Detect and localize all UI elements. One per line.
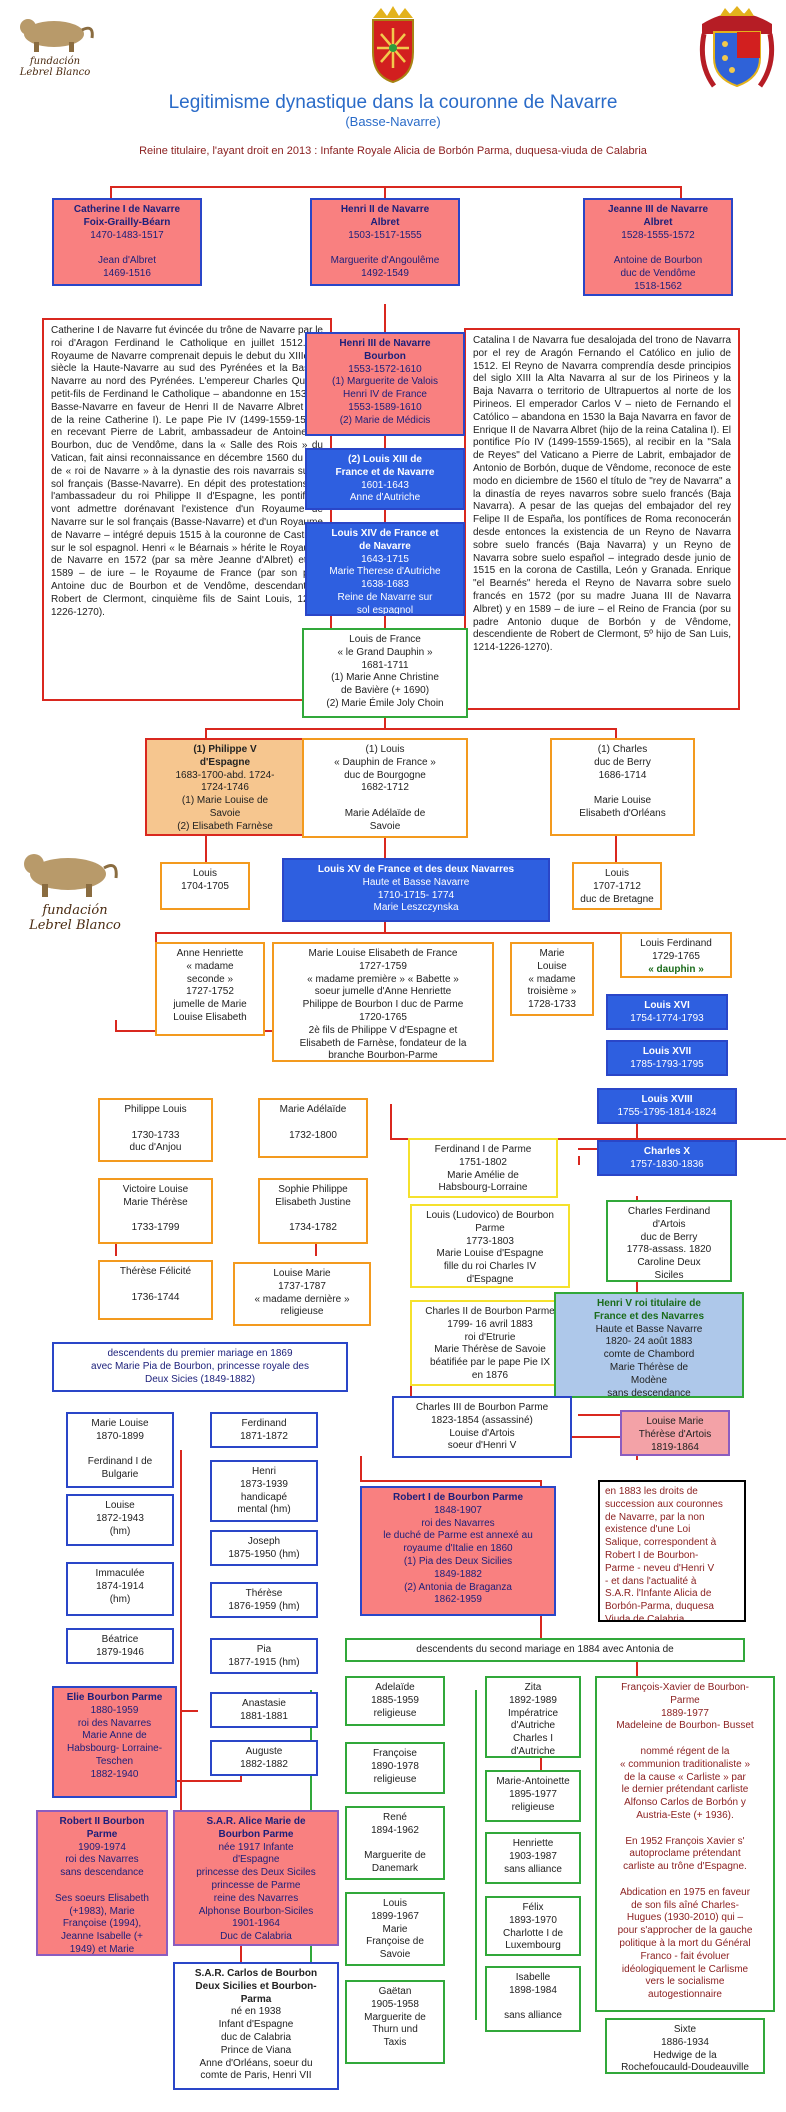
lebrel-logo-middle [24,854,118,897]
catherine-i-box: Catherine I de Navarre Foix-Grailly-Béar… [52,198,202,286]
therese-1876-box: Thérèse 1876-1959 (hm) [210,1582,318,1618]
pia-1877-box: Pia 1877-1915 (hm) [210,1638,318,1674]
louis-1899-box: Louis 1899-1967 Marie Françoise de Savoi… [345,1892,445,1966]
navarre-coat-of-arms-icon [372,6,414,84]
victoire-box: Victoire Louise Marie Thérèse 1733-1799 [98,1178,213,1244]
louise-marie-therese-box: Louise Marie Thérèse d'Artois 1819-1864 [620,1410,730,1456]
therese-felicite-box: Thérèse Félicité 1736-1744 [98,1260,213,1320]
grand-dauphin-box: Louis de France « le Grand Dauphin » 168… [302,628,468,718]
francoise-box: Françoise 1890-1978 religieuse [345,1742,445,1794]
sixte-box: Sixte 1886-1934 Hedwige de la Rochefouca… [605,2018,765,2074]
charles-ii-parme-box: Charles II de Bourbon Parme 1799- 16 avr… [410,1300,570,1386]
joseph-1875-box: Joseph 1875-1950 (hm) [210,1530,318,1566]
ferdinand-1871-box: Ferdinand 1871-1872 [210,1412,318,1448]
louise-marie-1737-box: Louise Marie 1737-1787 « madame dernière… [233,1262,371,1326]
charles-ferdinand-box: Charles Ferdinand d'Artois duc de Berry … [606,1200,732,1282]
anne-henriette-box: Anne Henriette « madame seconde » 1727-1… [155,942,265,1036]
louis-bourbon-parme-box: Louis (Ludovico) de Bourbon Parme 1773-1… [410,1204,570,1288]
note-1883-box: en 1883 les droits de succession aux cou… [598,1480,746,1622]
second-mariage-header: descendents du second mariage en 1884 av… [345,1638,745,1662]
marie-antoinette-box: Marie-Antoinette 1895-1977 religieuse [485,1770,581,1822]
felix-box: Félix 1893-1970 Charlotte I de Luxembour… [485,1896,581,1956]
page-title: Legitimisme dynastique dans la couronne … [168,92,618,113]
louis-1704-box: Louis 1704-1705 [160,862,250,910]
spanish-history-text: Catalina I de Navarra fue desalojada del… [464,328,740,710]
lebrel-logo-top [20,19,94,52]
charles-berry-box: (1) Charles duc de Berry 1686-1714 Marie… [550,738,695,836]
charles-iii-parme-box: Charles III de Bourbon Parme 1823-1854 (… [392,1396,572,1458]
reine-titulaire-line: Reine titulaire, l'ayant droit en 2013 :… [139,145,647,157]
louis-ferdinand-box: Louis Ferdinand 1729-1765« dauphin » [620,932,732,978]
henriette-box: Henriette 1903-1987 sans alliance [485,1832,581,1884]
marie-louise-1728-box: Marie Louise « madame troisième » 1728-1… [510,942,594,1016]
auguste-box: Auguste 1882-1882 [210,1740,318,1776]
french-history-text: Catherine I de Navarre fut évincée du tr… [42,318,332,701]
louise-1872-box: Louise 1872-1943 (hm) [66,1494,174,1546]
marie-louise-1870-box: Marie Louise 1870-1899 Ferdinand I de Bu… [66,1412,174,1488]
premier-mariage-header: descendents du premier mariage en 1869 a… [52,1342,348,1392]
henri-v-box: Henri V roi titulaire de France et des N… [554,1292,744,1398]
zita-box: Zita 1892-1989 Impératrice d'Autriche Ch… [485,1676,581,1758]
foundation-label-middle: fundación Lebrel Blanco [29,903,121,933]
adelaide-box: Adelaïde 1885-1959 religieuse [345,1676,445,1726]
sophie-box: Sophie Philippe Elisabeth Justine 1734-1… [258,1178,368,1244]
rene-box: René 1894-1962 Marguerite de Danemark [345,1806,445,1880]
isabelle-box: Isabelle 1898-1984 sans alliance [485,1966,581,2032]
xavier-box: François-Xavier de Bourbon- Parme 1889-1… [595,1676,775,2012]
louis-bourgogne-box: (1) Louis « Dauphin de France » duc de B… [302,738,468,838]
ferdinand-parme-box: Ferdinand I de Parme 1751-1802 Marie Amé… [408,1138,558,1198]
anastasie-box: Anastasie 1881-1881 [210,1692,318,1728]
gaetan-box: Gaëtan 1905-1958 Marguerite de Thurn und… [345,1980,445,2064]
marie-adelaide-box: Marie Adélaïde 1732-1800 [258,1098,368,1158]
carlos-box: S.A.R. Carlos de Bourbon Deux Sicilies e… [173,1962,339,2090]
royal-arms-icon [699,6,775,88]
immaculee-box: Immaculée 1874-1914 (hm) [66,1562,174,1616]
foundation-label-top: fundación Lebrel Blanco [19,56,91,78]
philippe-louis-box: Philippe Louis 1730-1733 duc d'Anjou [98,1098,213,1162]
page-subtitle: (Basse-Navarre) [345,114,441,129]
marie-louise-elisabeth-box: Marie Louise Elisabeth de France 1727-17… [272,942,494,1062]
henri-1873-box: Henri 1873-1939 handicapé mental (hm) [210,1460,318,1522]
beatrice-box: Béatrice 1879-1946 [66,1628,174,1664]
louis-1707-box: Louis 1707-1712 duc de Bretagne [572,862,662,910]
